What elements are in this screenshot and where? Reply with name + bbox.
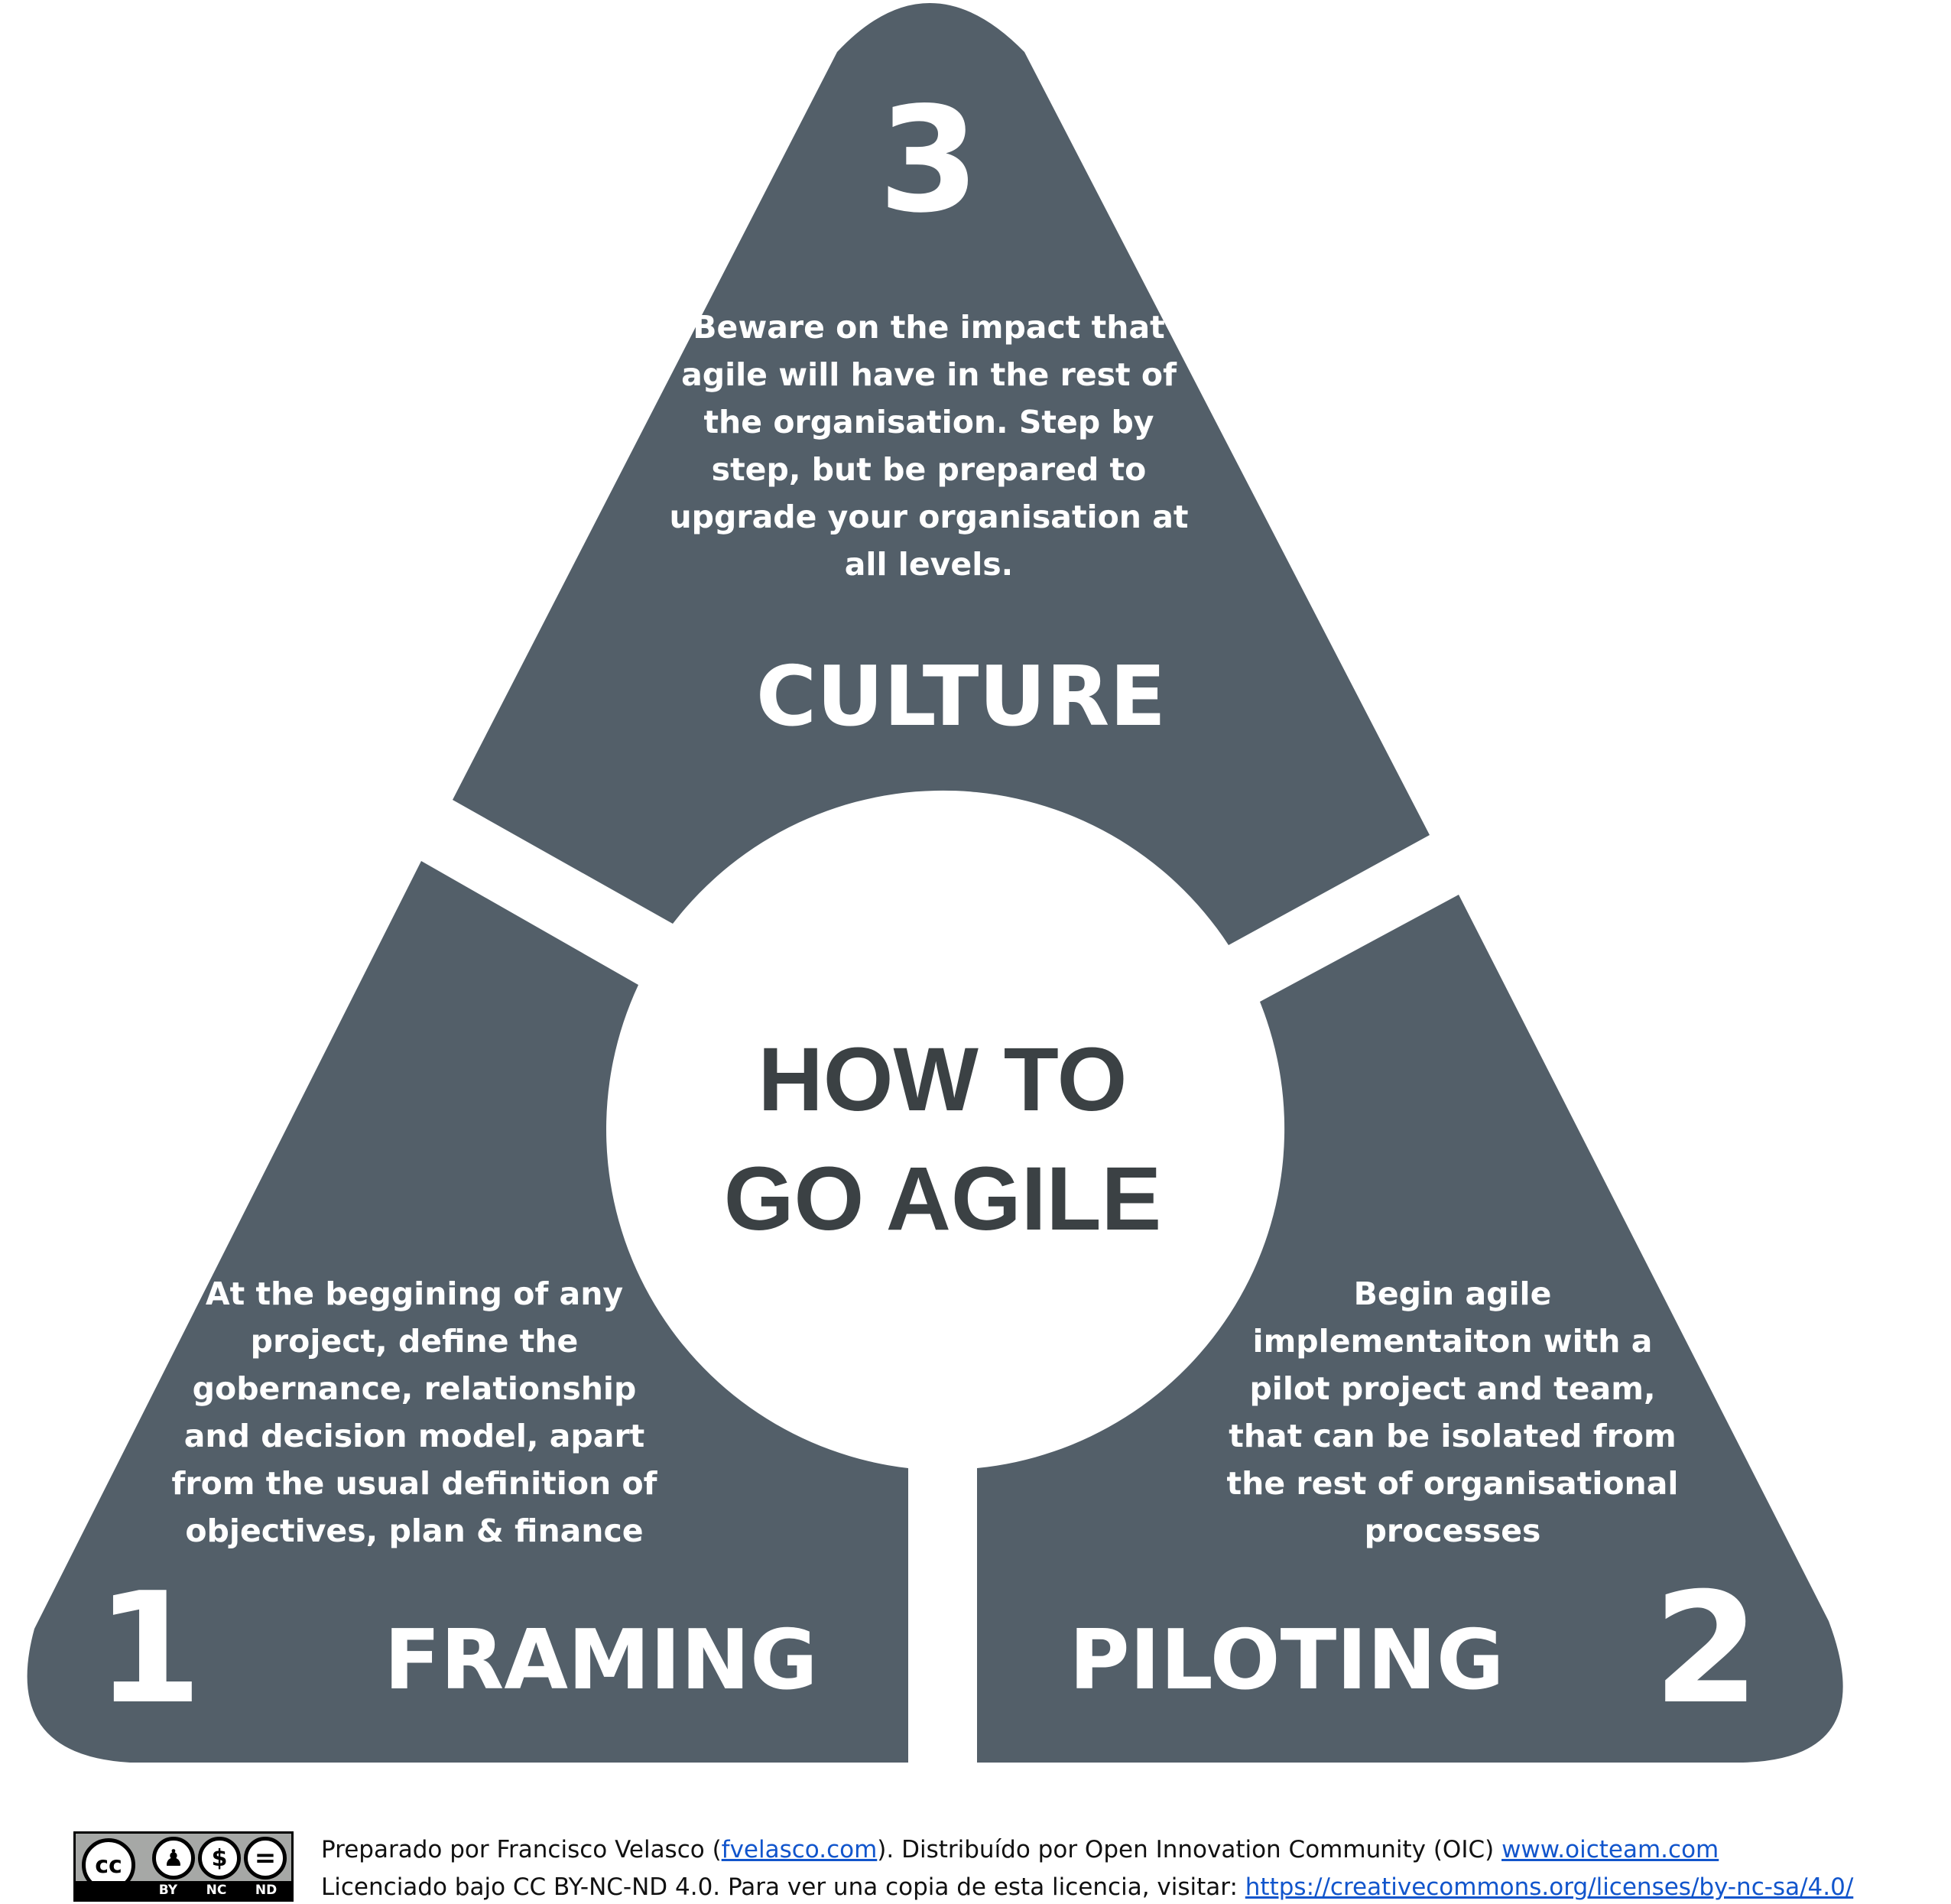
piloting-desc-line: the rest of organisational — [1227, 1465, 1679, 1502]
culture-desc-line: step, but be prepared to — [712, 451, 1147, 488]
credit-prefix: Preparado por Francisco Velasco ( — [321, 1836, 722, 1863]
cc-badge-band: BY NC ND — [76, 1881, 291, 1899]
cc-license-badge[interactable]: cc ♟ $ = BY NC ND — [73, 1831, 294, 1902]
framing-title: FRAMING — [384, 1613, 817, 1708]
by-label: BY — [158, 1883, 178, 1898]
nc-label: NC — [206, 1883, 227, 1898]
framing-desc-line: from the usual definition of — [172, 1465, 658, 1502]
culture-desc-line: all levels. — [845, 546, 1013, 583]
piloting-desc-line: pilot project and team, — [1249, 1370, 1655, 1407]
culture-desc-line: agile will have in the rest of — [681, 356, 1177, 393]
credit-middle: ). Distribuído por Open Innovation Commu… — [877, 1836, 1502, 1863]
culture-segment — [453, 3, 1430, 945]
piloting-desc-line: that can be isolated from — [1229, 1418, 1677, 1454]
framing-desc-line: project, define the — [251, 1323, 579, 1360]
agile-triangle-diagram: 3 Beware on the impact that agile will h… — [27, 3, 1843, 1763]
framing-desc-line: gobernance, relationship — [193, 1370, 637, 1407]
attribution-icon: ♟ — [152, 1837, 195, 1880]
culture-title: CULTURE — [756, 649, 1166, 745]
piloting-segment — [977, 895, 1843, 1763]
piloting-desc-line: implementaiton with a — [1253, 1323, 1653, 1360]
framing-desc-line: At the beggining of any — [206, 1275, 623, 1312]
framing-description: At the beggining of any project, define … — [172, 1275, 658, 1549]
piloting-title: PILOTING — [1069, 1613, 1504, 1708]
piloting-desc-line: processes — [1365, 1512, 1541, 1549]
framing-desc-line: objectives, plan & finance — [185, 1512, 643, 1549]
culture-desc-line: Beware on the impact that — [693, 309, 1164, 346]
noderivatives-icon: = — [244, 1837, 287, 1880]
cc-label: cc — [95, 1851, 122, 1879]
license-prefix: Licenciado bajo CC BY-NC-ND 4.0. Para ve… — [321, 1873, 1245, 1901]
nd-label: ND — [255, 1883, 278, 1898]
footer-license-line: Licenciado bajo CC BY-NC-ND 4.0. Para ve… — [321, 1873, 1853, 1901]
culture-desc-line: the organisation. Step by — [703, 404, 1154, 440]
culture-number: 3 — [878, 76, 979, 245]
piloting-desc-line: Begin agile — [1354, 1275, 1552, 1312]
framing-desc-line: and decision model, apart — [184, 1418, 645, 1454]
framing-segment — [27, 861, 908, 1763]
fvelasco-link[interactable]: fvelasco.com — [721, 1836, 878, 1863]
framing-number: 1 — [96, 1560, 202, 1738]
center-title-line-1: HOW TO — [758, 1029, 1128, 1130]
piloting-number: 2 — [1653, 1560, 1759, 1738]
oicteam-link[interactable]: www.oicteam.com — [1501, 1836, 1719, 1863]
noncommercial-icon: $ — [198, 1837, 241, 1880]
center-title-line-2: GO AGILE — [724, 1149, 1162, 1249]
footer-credit-line: Preparado por Francisco Velasco (fvelasc… — [321, 1836, 1719, 1863]
piloting-description: Begin agile implementaiton with a pilot … — [1227, 1275, 1679, 1549]
footer: cc ♟ $ = BY NC ND Preparado por Francisc… — [73, 1831, 1908, 1904]
culture-desc-line: upgrade your organisation at — [669, 499, 1188, 535]
culture-description: Beware on the impact that agile will hav… — [669, 309, 1188, 583]
license-link[interactable]: https://creativecommons.org/licenses/by-… — [1245, 1873, 1854, 1901]
